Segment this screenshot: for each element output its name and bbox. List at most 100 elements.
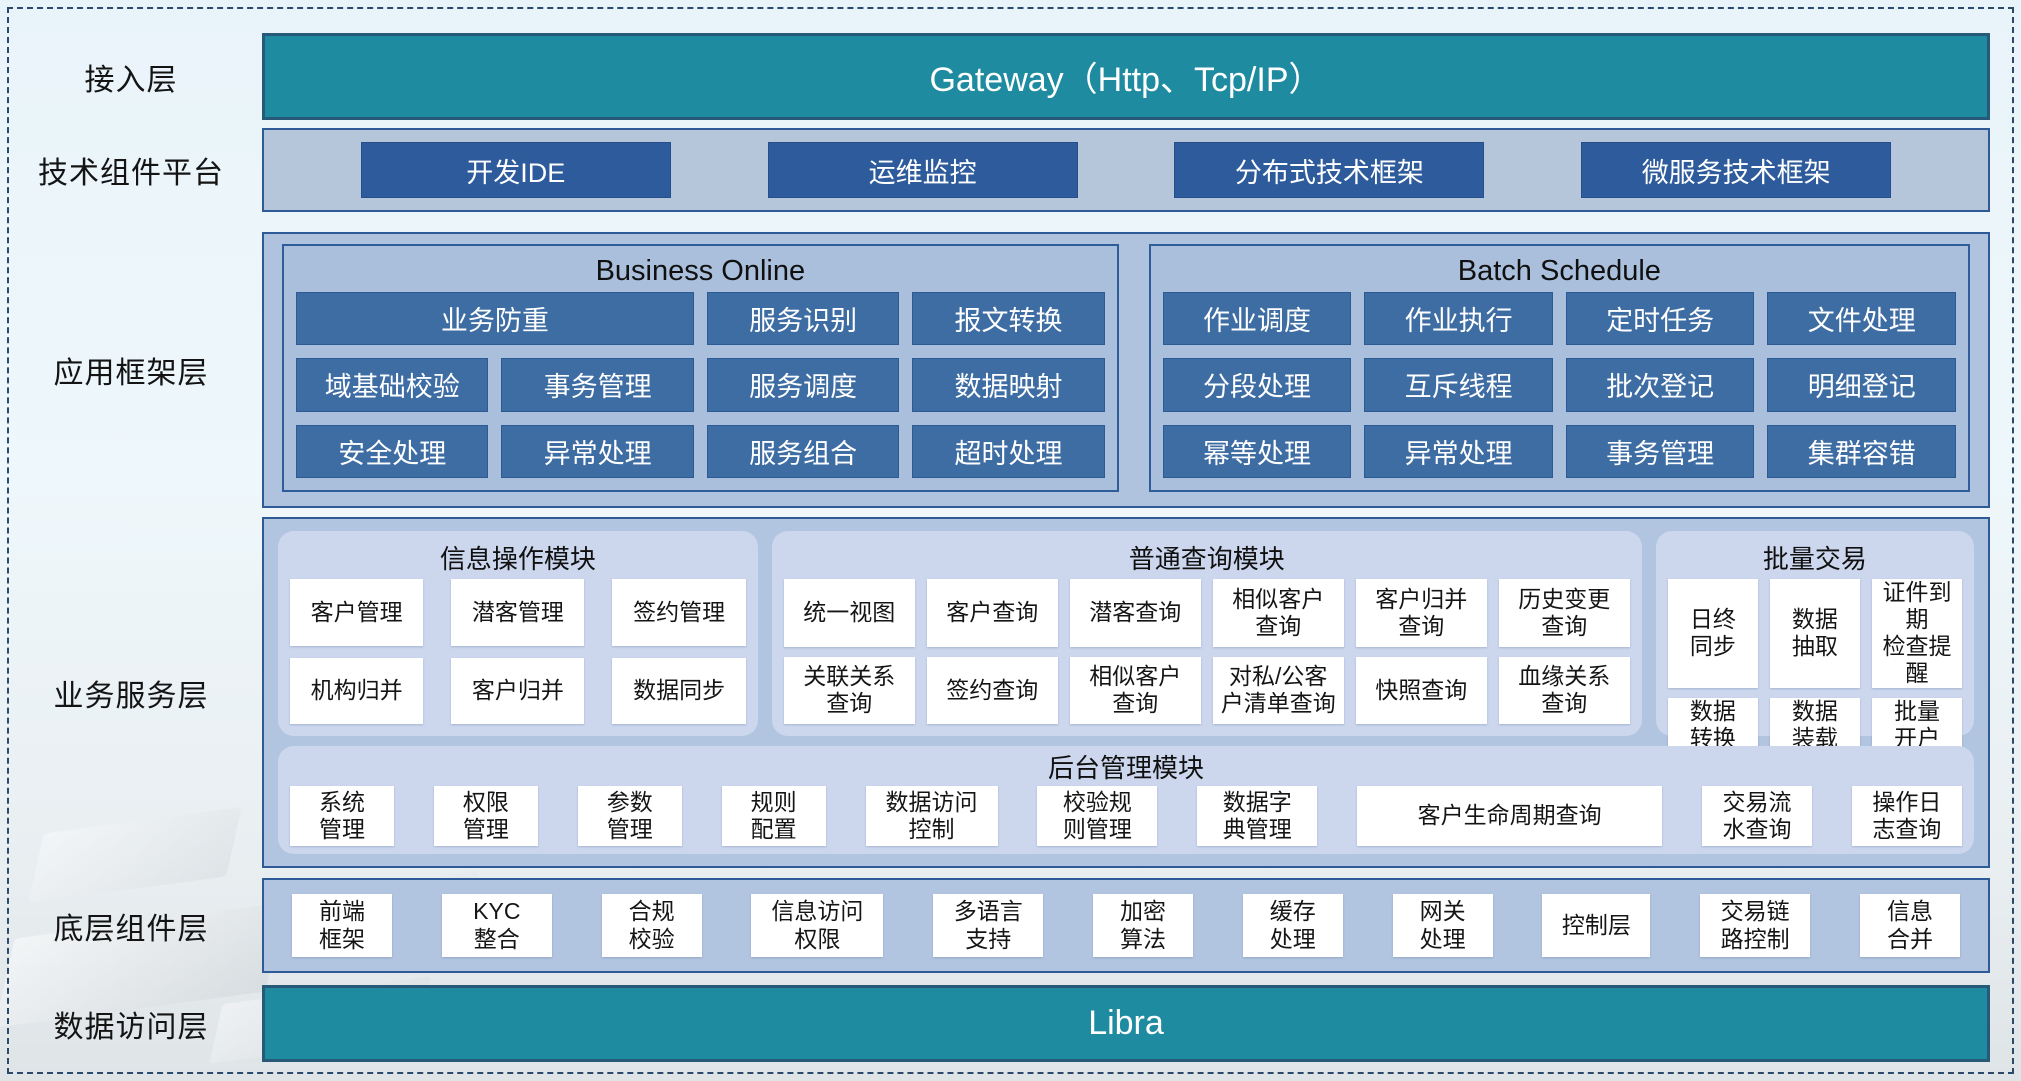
batch-schedule-grid: 作业调度 作业执行 定时任务 文件处理 分段处理 互斥线程 批次登记 明细登记 … [1162, 292, 1956, 478]
batch-schedule-title: Batch Schedule [1457, 255, 1661, 287]
base-cell: 前端 框架 [292, 894, 392, 957]
bs-cell: 事务管理 [1565, 424, 1755, 478]
gateway-bar: Gateway（Http、Tcp/IP） [262, 33, 1990, 120]
batch-transaction-module: 批量交易 日终 同步 数据 抽取 证件到期 检查提醒 数据 转换 数据 装载 批… [1655, 531, 1974, 752]
bs-cell: 分段处理 [1162, 358, 1352, 412]
query-cell: 血缘关系 查询 [1498, 656, 1630, 724]
info-operation-title: 信息操作模块 [439, 544, 596, 574]
bo-cell: 报文转换 [912, 292, 1105, 346]
query-cell: 相似客户 查询 [1069, 656, 1201, 724]
base-cell: 信息访问 权限 [751, 894, 884, 957]
batch-cell: 数据 装载 [1769, 697, 1860, 752]
business-online-title: Business Online [595, 255, 806, 287]
business-online-panel: Business Online 业务防重 服务识别 报文转换 域基础校验 事务管… [282, 244, 1119, 492]
base-cell: 合规 校验 [601, 894, 702, 957]
info-cell: 客户管理 [290, 579, 424, 646]
bs-cell: 异常处理 [1364, 424, 1553, 478]
layer-row-data-access: 数据访问层 Libra [0, 985, 2021, 1062]
base-components-container: 前端 框架 KYC 整合 合规 校验 信息访问 权限 多语言 支持 加密 算法 … [262, 878, 1990, 973]
batch-cell: 证件到期 检查提醒 [1871, 579, 1962, 688]
layer-row-tech-platform: 技术组件平台 开发IDE 运维监控 分布式技术框架 微服务技术框架 [0, 128, 2021, 212]
batch-cell: 数据 转换 [1667, 697, 1758, 752]
bo-cell: 服务调度 [706, 358, 900, 412]
base-cell: 控制层 [1542, 894, 1651, 957]
admin-cell: 数据字 典管理 [1197, 786, 1318, 846]
batch-transaction-title: 批量交易 [1762, 544, 1867, 574]
layer-label-access: 接入层 [84, 63, 178, 97]
tech-component-microservice-framework: 微服务技术框架 [1581, 142, 1892, 198]
layer-row-app-framework: 应用框架层 Business Online 业务防重 服务识别 报文转换 域基础… [0, 232, 2021, 508]
bo-cell: 域基础校验 [296, 358, 489, 412]
info-operation-module: 信息操作模块 客户管理 潜客管理 签约管理 机构归并 客户归并 数据同步 [278, 531, 758, 736]
query-cell: 关联关系 查询 [783, 656, 915, 724]
bo-cell: 服务识别 [706, 292, 900, 346]
layer-label-app-framework: 应用框架层 [53, 357, 209, 390]
admin-cell: 操作日 志查询 [1851, 786, 1962, 846]
app-framework-container: Business Online 业务防重 服务识别 报文转换 域基础校验 事务管… [262, 232, 1990, 508]
tech-platform-container: 开发IDE 运维监控 分布式技术框架 微服务技术框架 [262, 128, 1990, 212]
admin-cell: 交易流 水查询 [1702, 786, 1812, 846]
tech-component-distributed-framework: 分布式技术框架 [1174, 142, 1485, 198]
base-cell: 多语言 支持 [933, 894, 1044, 957]
bo-cell: 异常处理 [501, 424, 694, 478]
bs-cell: 定时任务 [1565, 292, 1755, 346]
query-cell: 签约查询 [926, 656, 1058, 724]
business-service-container: 信息操作模块 客户管理 潜客管理 签约管理 机构归并 客户归并 数据同步 普通查… [262, 517, 1990, 868]
query-cell: 统一视图 [783, 579, 915, 647]
bs-cell: 集群容错 [1767, 424, 1956, 478]
bs-cell: 互斥线程 [1364, 358, 1553, 412]
tech-component-ops-monitor: 运维监控 [767, 142, 1078, 198]
base-cell: 交易链 路控制 [1700, 894, 1811, 957]
bo-cell: 事务管理 [501, 358, 694, 412]
batch-cell: 数据 抽取 [1769, 579, 1860, 688]
tech-component-dev-ide: 开发IDE [360, 142, 671, 198]
admin-module-title: 后台管理模块 [1047, 753, 1204, 783]
batch-cell: 日终 同步 [1667, 579, 1758, 688]
bo-cell: 超时处理 [912, 424, 1105, 478]
business-online-grid: 业务防重 服务识别 报文转换 域基础校验 事务管理 服务调度 数据映射 安全处理… [296, 292, 1105, 478]
query-cell: 相似客户 查询 [1212, 579, 1344, 647]
common-query-title: 普通查询模块 [1128, 544, 1285, 574]
base-cell: 加密 算法 [1092, 894, 1193, 957]
base-cell: 网关 处理 [1392, 894, 1493, 957]
admin-cell: 客户生命周期查询 [1357, 786, 1663, 846]
base-cell: 信息 合并 [1859, 894, 1960, 957]
info-cell: 潜客管理 [451, 579, 585, 646]
bo-cell: 业务防重 [296, 292, 694, 346]
layer-row-business-service: 业务服务层 信息操作模块 客户管理 潜客管理 签约管理 机构归并 客户归并 数据… [0, 517, 2021, 868]
layer-row-access: 接入层 Gateway（Http、Tcp/IP） [0, 33, 2021, 120]
admin-cell: 校验规 则管理 [1037, 786, 1158, 846]
bo-cell: 服务组合 [706, 424, 900, 478]
bs-cell: 文件处理 [1767, 292, 1956, 346]
libra-bar: Libra [262, 985, 1990, 1062]
bs-cell: 作业调度 [1162, 292, 1352, 346]
admin-cell: 规则 配置 [721, 786, 826, 846]
info-cell: 数据同步 [612, 657, 746, 724]
admin-cell: 参数 管理 [577, 786, 682, 846]
bo-cell: 数据映射 [912, 358, 1105, 412]
query-cell: 潜客查询 [1069, 579, 1201, 647]
layer-label-tech-platform: 技术组件平台 [38, 157, 224, 190]
admin-cell: 系统 管理 [290, 786, 394, 846]
bs-cell: 批次登记 [1565, 358, 1755, 412]
info-cell: 机构归并 [290, 657, 424, 724]
query-cell: 客户归并 查询 [1355, 579, 1487, 647]
layer-label-business-service: 业务服务层 [53, 679, 209, 713]
query-cell: 历史变更 查询 [1498, 579, 1630, 647]
admin-cell: 数据访问 控制 [865, 786, 998, 846]
admin-module: 后台管理模块 系统 管理 权限 管理 参数 管理 规则 配置 数据访问 控制 校… [278, 746, 1974, 854]
bs-cell: 幂等处理 [1162, 424, 1352, 478]
common-query-module: 普通查询模块 统一视图 客户查询 潜客查询 相似客户 查询 客户归并 查询 历史… [771, 531, 1642, 736]
info-cell: 客户归并 [451, 657, 585, 724]
bo-cell: 安全处理 [296, 424, 489, 478]
base-cell: 缓存 处理 [1242, 894, 1343, 957]
layer-row-base-components: 底层组件层 前端 框架 KYC 整合 合规 校验 信息访问 权限 多语言 支持 … [0, 878, 2021, 973]
query-cell: 客户查询 [926, 579, 1058, 647]
info-cell: 签约管理 [612, 579, 746, 646]
layer-label-data-access: 数据访问层 [53, 1010, 209, 1044]
batch-schedule-panel: Batch Schedule 作业调度 作业执行 定时任务 文件处理 分段处理 … [1148, 244, 1970, 492]
bs-cell: 明细登记 [1767, 358, 1956, 412]
batch-cell: 批量 开户 [1871, 697, 1962, 752]
layer-label-base-components: 底层组件层 [53, 912, 209, 946]
